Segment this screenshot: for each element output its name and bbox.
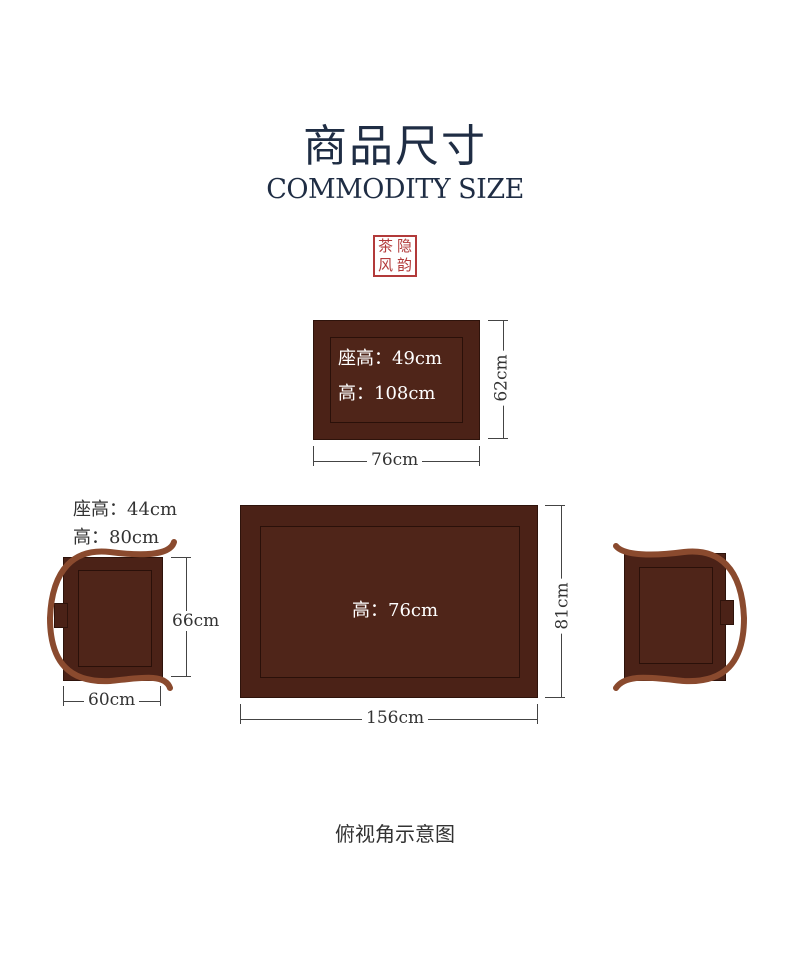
side-chair-height: 高：80cm [73, 527, 160, 548]
dim-tick [63, 686, 64, 706]
top-chair-height: 高：108cm [338, 383, 436, 404]
left-chair-panel [78, 570, 152, 667]
dim-tick [313, 446, 314, 466]
seal-char: 风 [377, 256, 393, 274]
tea-table [240, 505, 538, 698]
dim-tick [171, 557, 191, 558]
right-chair-frame [613, 543, 748, 691]
dim-tick [171, 676, 191, 677]
top-chair-width: 76cm [367, 450, 423, 470]
brand-seal: 茶 隐 风 韵 [373, 235, 417, 277]
right-chair [624, 553, 726, 681]
dim-tick [488, 320, 508, 321]
dim-tick [160, 686, 161, 706]
page-title-cn: 商品尺寸 [303, 121, 487, 172]
table-depth: 81cm [552, 578, 573, 634]
page-title-en: COMMODITY SIZE [266, 174, 524, 205]
table-panel [260, 526, 520, 678]
top-chair [313, 320, 480, 440]
dim-tick [545, 505, 565, 506]
seal-char: 茶 [377, 237, 393, 255]
side-chair-depth: 66cm [168, 611, 224, 631]
top-chair-depth: 62cm [491, 350, 512, 406]
dim-tick [488, 438, 508, 439]
dim-tick [479, 446, 480, 466]
side-chair-seat-height: 座高：44cm [73, 499, 178, 520]
right-chair-panel [639, 567, 713, 664]
left-chair-arm [54, 603, 68, 628]
dim-tick [537, 704, 538, 724]
right-chair-arm [720, 600, 734, 625]
table-width: 156cm [362, 708, 429, 728]
table-height: 高：76cm [352, 600, 439, 621]
left-chair-frame [46, 539, 177, 691]
seal-char: 隐 [396, 237, 412, 255]
view-caption: 俯视角示意图 [335, 822, 455, 846]
dim-tick [545, 697, 565, 698]
seal-char: 韵 [396, 256, 412, 274]
side-chair-width: 60cm [84, 690, 140, 710]
dim-tick [240, 704, 241, 724]
top-chair-panel [330, 337, 463, 423]
top-chair-seat-height: 座高：49cm [338, 348, 443, 369]
